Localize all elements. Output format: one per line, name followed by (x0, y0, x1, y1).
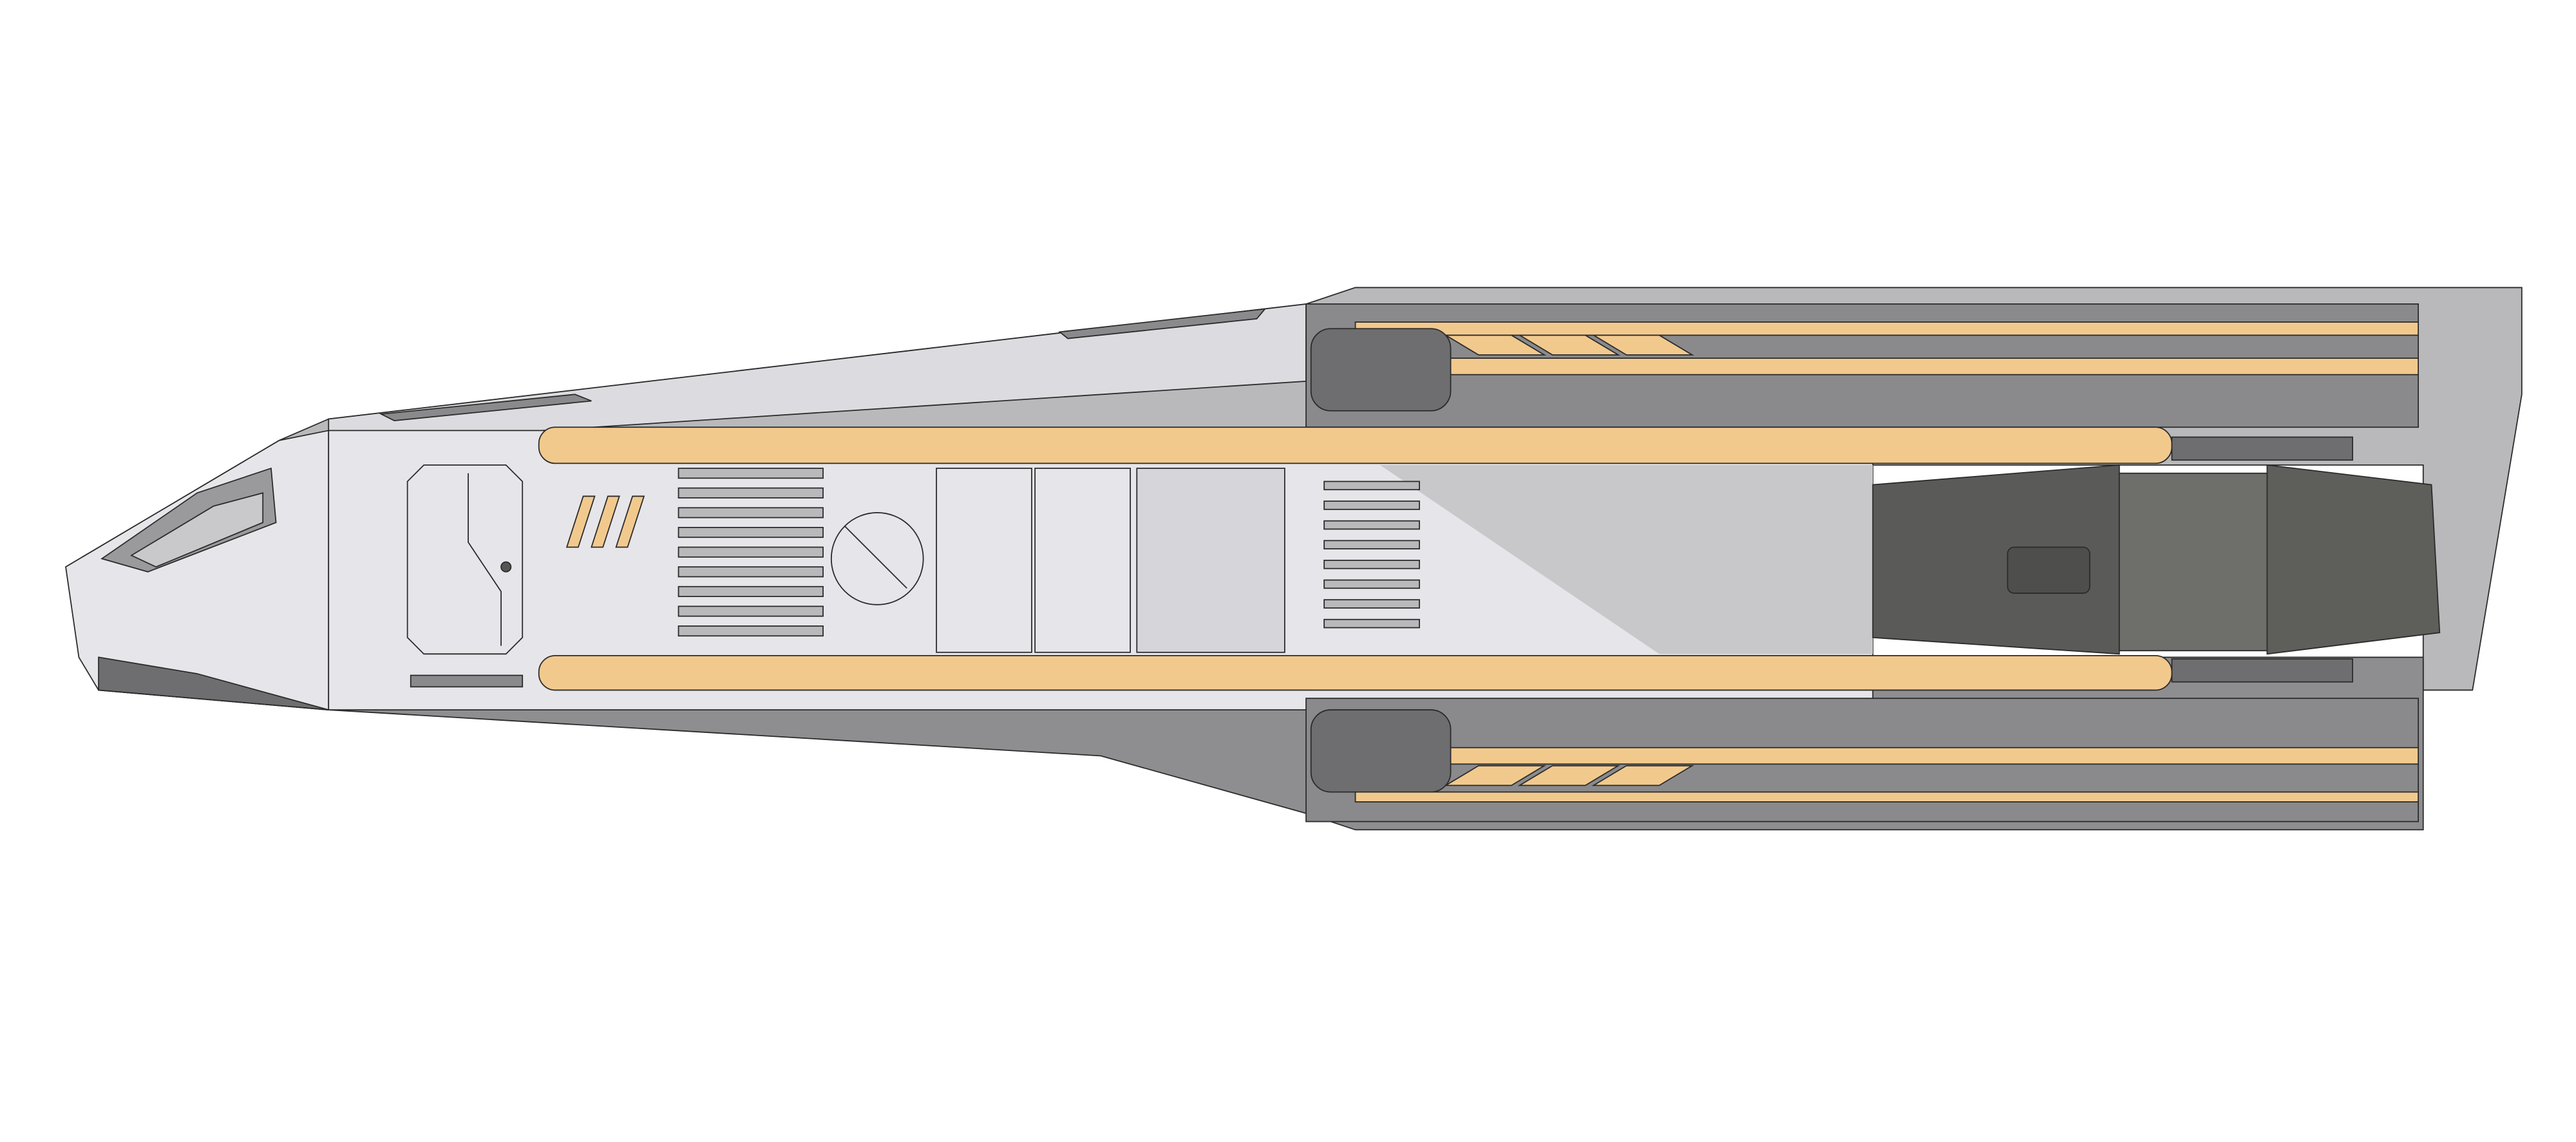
lower-pod-rail (1445, 747, 2419, 765)
side-warning-stripes (565, 495, 645, 548)
door-step (410, 674, 524, 688)
upper-pod-trim (1354, 321, 2419, 336)
lower-pod-stripes (1443, 765, 1694, 786)
lower-pod-intake (1310, 709, 1452, 793)
upper-pod-intake (1310, 328, 1452, 412)
rear-vent-grille (1323, 481, 1420, 629)
cargo-panel-left (936, 468, 1032, 653)
lower-tube-end (2171, 658, 2353, 683)
engine-core (2118, 472, 2268, 652)
lower-orange-tube (538, 654, 2173, 691)
door-handle[interactable] (500, 561, 512, 573)
top-window-front (379, 394, 592, 421)
engine-housing (1872, 464, 2120, 655)
upper-pod-rail (1445, 357, 2419, 376)
upper-tube-end (2171, 436, 2353, 461)
door-seam (468, 473, 502, 646)
side-door[interactable] (406, 464, 524, 655)
hatch-handle (844, 525, 907, 589)
side-vent-grille (677, 468, 824, 637)
upper-pod-stripes (1443, 334, 1694, 356)
top-window-rear (1058, 308, 1267, 339)
cockpit-canopy (100, 467, 277, 573)
cargo-panel-right (1034, 468, 1131, 653)
engine-nozzle (2266, 464, 2441, 655)
service-panel (1136, 468, 1285, 653)
body-shadow (1379, 464, 1873, 654)
cockpit-window (130, 492, 264, 568)
lower-pod-trim (1354, 791, 2419, 803)
upper-orange-tube (538, 426, 2173, 464)
engine-hatch (2007, 546, 2090, 594)
